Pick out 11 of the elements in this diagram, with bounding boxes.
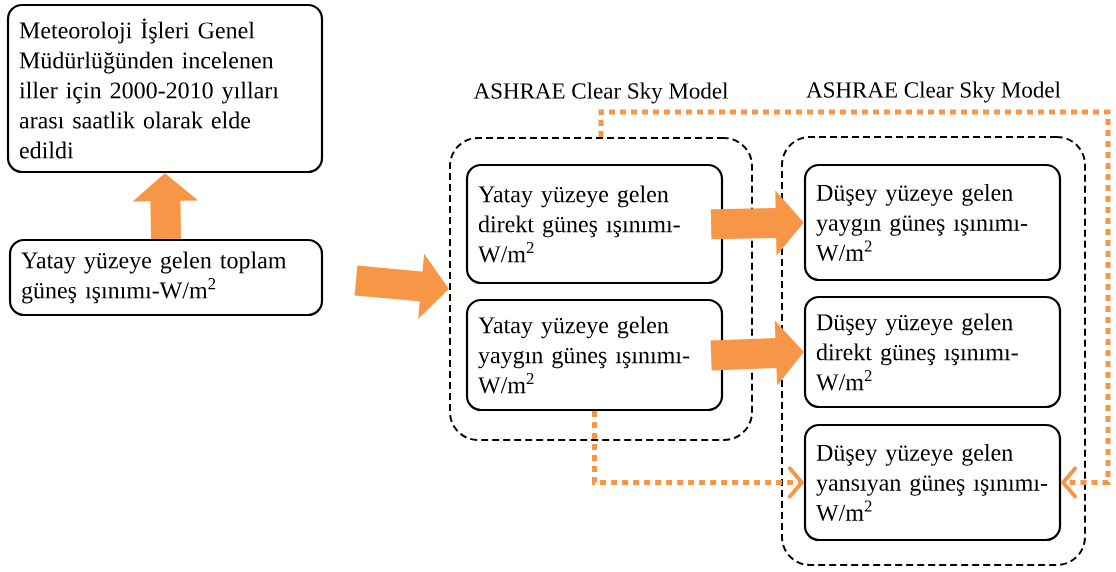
- process-box: Meteoroloji İşleri Genel Müdürlüğünden incelenen iller için 2000-2010 yılları arası saatlik olarak elde edildi: [6, 3, 324, 174]
- dotted-arrow: [592, 411, 804, 499]
- process-box: Düşey yüzeye gelen yaygın güneş ışınımı-W/m$^{2}$: [803, 163, 1062, 282]
- process-box: Yatay yüzeye gelen yaygın güneş ışınımı-W/m$^{2}$: [465, 298, 724, 412]
- process-box: Düşey yüzeye gelen direkt güneş ışınımı-W/m$^{2}$: [803, 295, 1062, 409]
- process-box: Yatay yüzeye gelen direkt güneş ışınımı-W/m$^{2}$: [465, 163, 724, 285]
- node-label: ASHRAE Clear Sky Model: [473, 82, 728, 104]
- process-box: Yatay yüzeye gelen toplam güneş ışınımı-W/m$^{2}$: [8, 238, 324, 317]
- process-box: Düşey yüzeye gelen yansıyan güneş ışınımı-W/m$^{2}$: [803, 423, 1062, 542]
- node-label: ASHRAE Clear Sky Model: [806, 81, 1061, 103]
- dotted-arrow: [598, 109, 1111, 499]
